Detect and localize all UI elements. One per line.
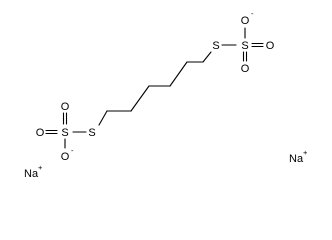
sodium-ion-left: Na: [24, 168, 39, 180]
lower-thio-sulfur: S: [88, 127, 95, 139]
sodium-ion-left-charge: +: [38, 163, 43, 172]
lower-oxygen-bottom: O: [61, 151, 70, 163]
sodium-ion-right-charge: +: [303, 148, 308, 157]
chain-bond-5: [169, 61, 188, 87]
chain-bond-1: [98, 110, 108, 126]
sodium-ion-right: Na: [289, 153, 304, 165]
lower-oxygen-charge: -: [71, 146, 74, 155]
upper-thio-sulfur: S: [212, 40, 219, 52]
bond-layer: [45, 27, 264, 149]
upper-oxygen-charge: -: [251, 9, 254, 18]
upper-oxygen-right: O: [266, 40, 275, 52]
lower-oxygen-top: O: [61, 101, 70, 113]
structure-diagram: S S O - O O S S O O O - Na + Na +: [24, 9, 308, 180]
lower-oxygen-left: O: [36, 127, 45, 139]
upper-sulfonyl-sulfur: S: [241, 40, 248, 52]
chain-bond-7: [202, 51, 212, 63]
lower-sulfonyl-sulfur: S: [61, 127, 68, 139]
upper-oxygen-top: O: [241, 15, 250, 27]
chain-bond-3: [130, 85, 150, 112]
upper-oxygen-bottom: O: [241, 63, 250, 75]
atom-layer: S S O - O O S S O O O - Na + Na +: [24, 9, 308, 180]
